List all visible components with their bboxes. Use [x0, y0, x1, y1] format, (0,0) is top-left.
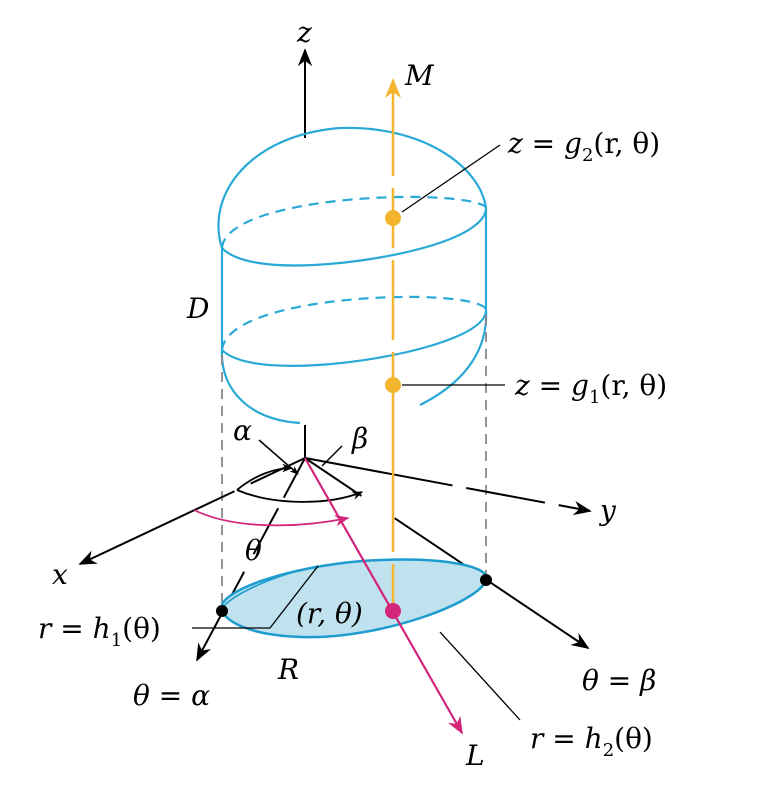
- y-axis: [304, 457, 592, 516]
- point-g1: [385, 377, 401, 393]
- point-h2: [480, 574, 492, 586]
- inner-curve-label: r = h1(θ): [38, 612, 161, 651]
- beta-label: β: [351, 422, 368, 455]
- bottom-cut-back-dashed: [220, 295, 488, 351]
- x-axis-label: x: [52, 558, 68, 591]
- top-cut-front: [221, 207, 488, 267]
- ray-alpha: [196, 457, 306, 662]
- region-r-label: R: [277, 653, 299, 686]
- leader-h1: [192, 565, 319, 629]
- beta-arc: [236, 489, 364, 503]
- alpha-label: α: [233, 414, 252, 447]
- solid-d: [217, 126, 488, 425]
- alpha-arc: [236, 463, 294, 491]
- y-axis-label: y: [598, 494, 617, 527]
- top-cut-back-dashed: [220, 195, 488, 249]
- solid-d-label: D: [186, 292, 209, 325]
- alpha-leader: [258, 439, 299, 475]
- beta-leader: [321, 445, 343, 467]
- m-line-label: M: [404, 59, 435, 92]
- leader-h2: [439, 631, 521, 721]
- ray-l: [304, 457, 463, 735]
- z-axis-label: z: [296, 16, 312, 49]
- point-r-theta: [385, 603, 401, 619]
- theta-label: θ: [245, 534, 262, 567]
- bottom-cut-front: [221, 309, 488, 367]
- ray-beta-label: θ = β: [582, 664, 656, 697]
- top-surface-outline: [217, 126, 488, 249]
- point-h1: [216, 605, 228, 617]
- bottom-surface-outline: [220, 349, 301, 425]
- l-ray-label: L: [465, 739, 485, 772]
- theta-arc: [193, 509, 350, 527]
- point-g2: [385, 210, 401, 226]
- point-label: (r, θ): [296, 597, 363, 630]
- leader-g2: [401, 144, 501, 213]
- upper-surface-label: z = g2(r, θ): [507, 127, 660, 166]
- bottom-surface-right: [419, 309, 488, 406]
- lower-surface-label: z = g1(r, θ): [514, 369, 667, 408]
- ray-beta: [304, 457, 590, 650]
- ray-alpha-label: θ = α: [133, 679, 210, 712]
- x-axis: [78, 457, 306, 565]
- outer-curve-label: r = h2(θ): [530, 722, 653, 761]
